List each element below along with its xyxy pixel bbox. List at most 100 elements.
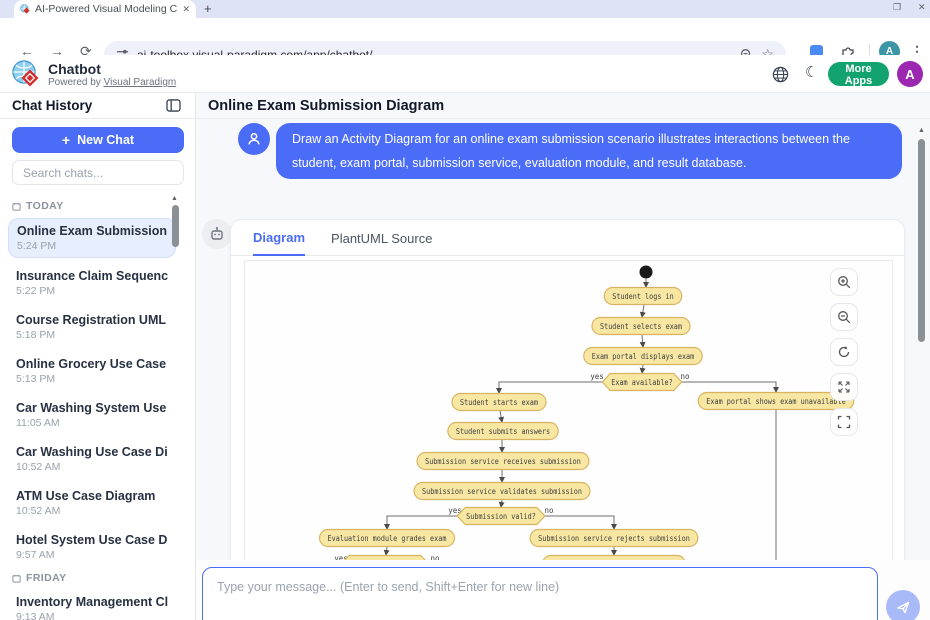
- chat-history-item[interactable]: Insurance Claim Sequence 5:22 PM: [8, 264, 176, 302]
- more-apps-button[interactable]: More Apps: [828, 62, 889, 87]
- app-title: Chatbot: [48, 61, 101, 77]
- reload-icon[interactable]: ⟳: [80, 43, 92, 59]
- new-tab-button[interactable]: +: [204, 1, 212, 16]
- chat-item-title: Online Grocery Use Case: [16, 357, 167, 371]
- chat-section-label: FRIDAY: [12, 572, 176, 584]
- chat-item-time: 5:13 PM: [16, 373, 56, 385]
- person-icon: [248, 133, 260, 145]
- language-globe-icon[interactable]: [772, 66, 789, 83]
- chat-history-item[interactable]: Hotel System Use Case Diagr...9:57 AM: [8, 528, 176, 566]
- collapse-sidebar-icon[interactable]: [166, 99, 181, 112]
- calendar-icon: [12, 202, 21, 211]
- svg-text:yes: yes: [448, 506, 462, 515]
- plus-icon: +: [61, 132, 71, 148]
- calendar-icon: [12, 574, 21, 583]
- chat-item-title: Insurance Claim Sequence: [16, 269, 168, 283]
- user-avatar[interactable]: A: [897, 61, 923, 87]
- zoom-out-icon: [838, 311, 851, 324]
- search-chats-input[interactable]: [12, 160, 184, 185]
- sidebar: Chat History + New Chat TODAY Online Exam…: [0, 93, 196, 620]
- tab-close-icon[interactable]: ✕: [182, 3, 190, 14]
- sidebar-scroll-up-icon[interactable]: ▲: [171, 195, 178, 202]
- tab-title: AI-Powered Visual Modeling Ch: [35, 3, 178, 15]
- chat-history-item[interactable]: Car Washing System Use Case11:05 AM: [8, 396, 176, 434]
- browser-toolbar: ← → ⟳ ai-toolbox.visual-paradigm.com/app…: [0, 18, 930, 68]
- chat-item-time: 10:52 AM: [16, 505, 61, 517]
- svg-text:Exam available?: Exam available?: [611, 378, 673, 387]
- zoom-in-icon: [838, 276, 851, 289]
- tab-diagram[interactable]: Diagram: [253, 230, 306, 256]
- main-divider: [196, 118, 930, 119]
- send-button[interactable]: [886, 590, 920, 620]
- chat-item-title: Car Washing System Use Case: [16, 401, 168, 415]
- robot-icon: [211, 227, 223, 240]
- toolbar-separator: [869, 44, 870, 60]
- svg-text:Exam portal displays exam: Exam portal displays exam: [592, 352, 695, 361]
- chat-history-item[interactable]: Car Washing Use Case Diagr... 10:52 AM: [8, 440, 176, 478]
- chat-item-time: 5:24 PM: [17, 240, 57, 252]
- message-input-bar: [196, 560, 930, 620]
- svg-text:Submission service validates s: Submission service validates submission: [422, 487, 582, 496]
- zoom-out-button[interactable]: [830, 303, 858, 331]
- chat-history-item[interactable]: Online Grocery Use Case 5:13 PM: [8, 352, 176, 390]
- chat-item-time: 10:52 AM: [16, 461, 61, 473]
- window-maximize-icon[interactable]: ❐: [893, 2, 902, 12]
- app-subtitle: Powered by Visual Paradigm: [48, 77, 177, 88]
- svg-text:no: no: [544, 506, 554, 515]
- sidebar-scrollbar-thumb[interactable]: [172, 205, 179, 247]
- main-panel: Online Exam Submission Diagram Draw an A…: [196, 93, 930, 620]
- browser-tabstrip: AI-Powered Visual Modeling Ch ✕ + ❐ ✕: [0, 0, 930, 18]
- chat-item-title: Online Exam Submission Dia...: [17, 224, 167, 238]
- app-header: Chatbot Powered by Visual Paradigm ☾ Mor…: [0, 55, 930, 93]
- fit-view-icon: [838, 381, 850, 393]
- svg-text:Student selects exam: Student selects exam: [600, 322, 682, 331]
- chat-history-item[interactable]: Online Exam Submission Dia... 5:24 PM: [8, 218, 176, 258]
- svg-text:Student submits answers: Student submits answers: [456, 427, 550, 436]
- window-close-icon[interactable]: ✕: [918, 2, 926, 12]
- svg-text:Submission service receives su: Submission service receives submission: [425, 457, 581, 466]
- fit-view-button[interactable]: [830, 373, 858, 401]
- chat-history-item[interactable]: ATM Use Case Diagram 10:52 AM: [8, 484, 176, 522]
- chat-item-time: 5:22 PM: [16, 285, 56, 297]
- diagram-zoom-controls: [830, 268, 858, 436]
- new-chat-label: New Chat: [77, 133, 135, 147]
- chat-scroll-up-icon[interactable]: ▲: [918, 127, 925, 134]
- send-plane-icon: [896, 601, 909, 613]
- svg-text:Submission valid?: Submission valid?: [466, 512, 536, 521]
- zoom-in-button[interactable]: [830, 268, 858, 296]
- fullscreen-button[interactable]: [830, 408, 858, 436]
- chat-item-title: ATM Use Case Diagram: [16, 489, 156, 503]
- browser-tab[interactable]: AI-Powered Visual Modeling Ch ✕: [14, 0, 196, 18]
- chat-area: Draw an Activity Diagram for an online e…: [196, 119, 930, 620]
- reset-view-icon: [838, 346, 850, 358]
- bot-avatar: [202, 219, 232, 249]
- svg-text:Exam portal shows exam unavail: Exam portal shows exam unavailable: [706, 397, 846, 406]
- svg-text:yes: yes: [334, 554, 348, 563]
- chat-item-title: Inventory Management Clas...: [16, 595, 168, 609]
- response-tabs: Diagram PlantUML Source: [231, 220, 904, 256]
- reset-view-button[interactable]: [830, 338, 858, 366]
- message-input[interactable]: [202, 567, 878, 620]
- chat-item-time: 9:13 AM: [16, 611, 55, 620]
- sidebar-divider: [0, 118, 196, 119]
- new-chat-button[interactable]: + New Chat: [12, 127, 184, 153]
- visual-paradigm-link[interactable]: Visual Paradigm: [103, 77, 177, 88]
- chat-history-item[interactable]: Inventory Management Clas... 9:13 AM: [8, 590, 176, 620]
- chat-scrollbar-thumb[interactable]: [918, 139, 925, 342]
- svg-text:Student logs in: Student logs in: [612, 292, 674, 301]
- chat-item-title: Car Washing Use Case Diagr...: [16, 445, 168, 459]
- svg-text:no: no: [430, 554, 440, 563]
- dark-mode-moon-icon[interactable]: ☾: [805, 64, 819, 81]
- page-title: Online Exam Submission Diagram: [208, 98, 445, 114]
- tab-plantuml-source[interactable]: PlantUML Source: [331, 231, 433, 246]
- svg-text:Submission service rejects sub: Submission service rejects submission: [538, 534, 690, 543]
- chat-section-label: TODAY: [12, 200, 176, 212]
- chat-item-title: Hotel System Use Case Diagr...: [16, 533, 168, 547]
- chat-history-list: TODAY Online Exam Submission Dia... 5:24 P…: [0, 193, 184, 620]
- sidebar-title: Chat History: [12, 98, 93, 113]
- svg-text:Student starts exam: Student starts exam: [460, 398, 538, 407]
